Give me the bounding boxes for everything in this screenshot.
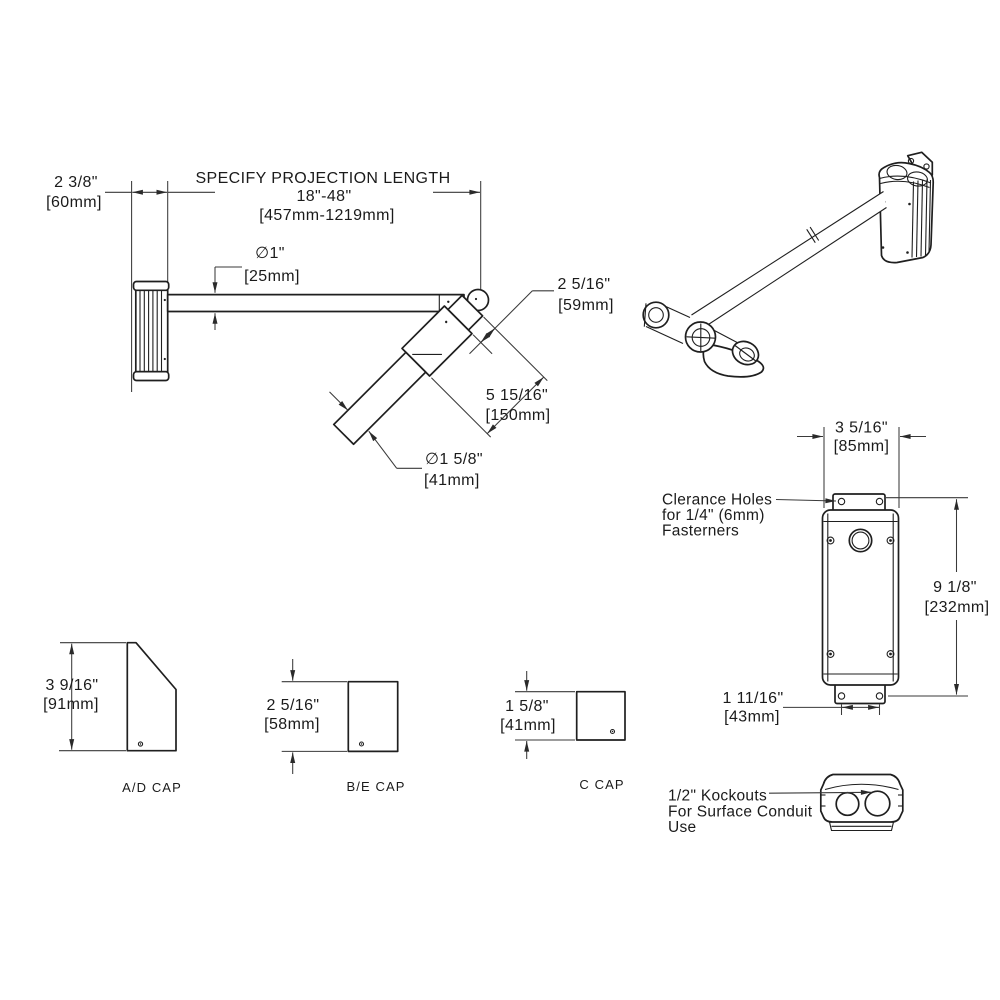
wall-depth-mm: [60mm] bbox=[46, 194, 102, 211]
elbow-pivot-dot bbox=[474, 297, 478, 301]
iso-knockout-hole-1 bbox=[886, 164, 908, 181]
horizontal-arm-tube bbox=[166, 293, 465, 313]
cap-c-label: C CAP bbox=[579, 777, 624, 792]
isometric-view bbox=[642, 151, 935, 378]
plate-height-in: 9 1/8" bbox=[933, 579, 977, 596]
elbow-width-mm: [59mm] bbox=[558, 297, 614, 314]
iso-housing-box bbox=[878, 161, 935, 264]
knockout-note-line1: 1/2" Kockouts bbox=[668, 788, 767, 805]
knockout-body bbox=[819, 773, 904, 823]
plate-height-dimension bbox=[886, 497, 968, 697]
plate-body bbox=[821, 509, 900, 686]
cap-ad-shape bbox=[126, 641, 177, 752]
elbow-width-in: 2 5/16" bbox=[558, 276, 611, 293]
clearance-note-line1: Clerance Holes bbox=[662, 492, 772, 509]
wall-depth-in: 2 3/8" bbox=[54, 174, 98, 191]
plate-height-mm: [232mm] bbox=[924, 599, 989, 616]
arm-dia-in: ∅1" bbox=[255, 245, 285, 262]
hole-spacing-mm: [43mm] bbox=[724, 709, 780, 726]
sleeve-length-mm: [150mm] bbox=[485, 407, 550, 424]
wall-bracket-side bbox=[132, 280, 170, 382]
cap-ad-height-in: 3 9/16" bbox=[46, 677, 99, 694]
cap-be-shape bbox=[347, 680, 399, 753]
cap-c-height-mm: [41mm] bbox=[500, 717, 556, 734]
sleeve-cap-chamfer bbox=[412, 353, 442, 355]
arm-dia-mm: [25mm] bbox=[244, 268, 300, 285]
plate-screws bbox=[826, 536, 895, 658]
side-view: 2 3/8" [60mm] SPECIFY PROJECTION LENGTH … bbox=[46, 170, 614, 489]
cap-c-height-in: 1 5/8" bbox=[505, 698, 549, 715]
projection-range-in: 18"-48" bbox=[296, 188, 351, 205]
front-view: 3 5/16" [85mm] Clerance Holes for 1/4" (… bbox=[662, 420, 989, 726]
hole-spacing-dimension bbox=[783, 704, 881, 715]
cap-ad-view: 3 9/16" [91mm] A/D CAP bbox=[43, 641, 182, 795]
projection-range-mm: [457mm-1219mm] bbox=[259, 207, 394, 224]
sleeve-length-in: 5 15/16" bbox=[486, 387, 548, 404]
iso-arm-tube bbox=[691, 191, 887, 331]
angled-arm-assembly bbox=[332, 294, 484, 446]
lower-arm-dia-mm: [41mm] bbox=[424, 472, 480, 489]
iso-elbow-joint bbox=[642, 301, 765, 378]
cap-be-height-in: 2 5/16" bbox=[267, 697, 320, 714]
clearance-note-line2: for 1/4" (6mm) bbox=[662, 507, 765, 524]
lower-arm-dia-in: ∅1 5/8" bbox=[425, 451, 483, 468]
elbow-width-dimension bbox=[469, 290, 554, 381]
knockout-note-line3: Use bbox=[668, 819, 696, 836]
cap-ad-label: A/D CAP bbox=[122, 780, 182, 795]
knockout-hole-left bbox=[835, 791, 860, 817]
cap-c-view: 1 5/8" [41mm] C CAP bbox=[500, 671, 626, 792]
plate-width-mm: [85mm] bbox=[834, 438, 890, 455]
hole-spacing-in: 1 11/16" bbox=[722, 690, 783, 707]
cap-be-view: 2 5/16" [58mm] B/E CAP bbox=[264, 659, 406, 794]
lower-arm-tube bbox=[332, 351, 427, 446]
knockout-hole-right bbox=[864, 790, 891, 817]
knockout-view: 1/2" Kockouts For Surface Conduit Use bbox=[668, 773, 904, 836]
cap-c-shape bbox=[575, 690, 626, 741]
clearance-leader bbox=[775, 498, 837, 504]
cap-be-height-mm: [58mm] bbox=[264, 716, 320, 733]
knockout-leader bbox=[768, 789, 872, 795]
plate-width-dimension bbox=[797, 427, 926, 508]
cap-ad-height-mm: [91mm] bbox=[43, 696, 99, 713]
knockout-note-line2: For Surface Conduit bbox=[668, 804, 813, 821]
plate-width-in: 3 5/16" bbox=[835, 420, 888, 437]
lower-arm-dia-dimension bbox=[329, 391, 422, 469]
clearance-note-line3: Fasterners bbox=[662, 523, 739, 540]
plate-cable-hole bbox=[848, 528, 873, 553]
sleeve-length-dimension bbox=[431, 376, 545, 438]
cap-be-label: B/E CAP bbox=[347, 779, 406, 794]
projection-length-label: SPECIFY PROJECTION LENGTH bbox=[195, 170, 450, 187]
